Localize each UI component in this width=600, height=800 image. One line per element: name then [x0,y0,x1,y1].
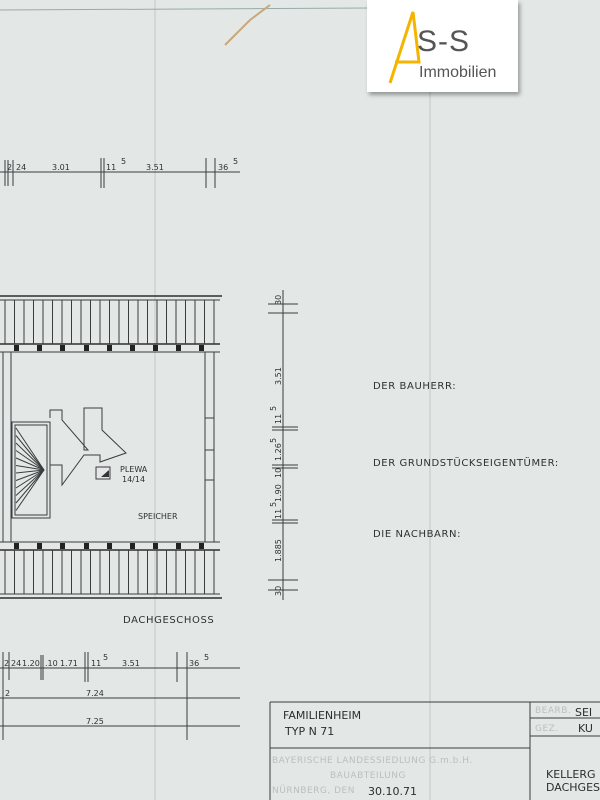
dim-label: 11 [91,659,101,668]
dim-label: 10 [274,468,283,478]
beam-post [14,543,19,549]
beam-post [14,345,19,351]
dimension-vertical: 30 3.51 11 5 1.26 5 10 1.90 11 5 1.885 3… [268,290,298,600]
stair-step [15,469,45,489]
attic-plan [0,295,222,599]
room-label: SPEICHER [138,512,178,521]
dim-label: 36 [218,163,228,172]
beam-post [153,543,158,549]
dim-label: 5 [269,438,278,443]
dim-label: 1.71 [60,659,78,668]
dim-label: 36 [189,659,199,668]
stair-step [15,469,45,504]
dim-label: 30 [274,586,283,596]
dim-label: 3.51 [146,163,164,172]
stair-step [15,427,45,471]
dim-label: 24 [11,659,21,668]
logo-a-mark [388,11,421,84]
paper-edge [0,7,371,11]
dim-label: 2 [4,659,9,668]
logo-subtitle: Immobilien [419,64,497,81]
dim-label: 1.885 [274,539,283,562]
dim-label: 3.01 [52,163,70,172]
dim-label: 5 [103,653,108,662]
floor-title: DACHGESCHOSS [123,615,214,626]
project-type: TYP N 71 [284,725,334,738]
stair-step [15,435,45,471]
dimension-bottom: 2 24 1.20 .10 1.71 11 5 3.51 36 5 2 7.24… [0,652,240,740]
dim-label: 3.51 [122,659,140,668]
dim-label: 7.24 [86,689,104,698]
stair-step [15,469,45,474]
edited-label: BEARB. [535,706,571,716]
neighbors-signature-label: DIE NACHBARN: [373,529,461,540]
stair-step [15,469,45,511]
beam-post [199,543,204,549]
stair-step [15,442,45,471]
dim-label: 3.51 [274,367,283,385]
beam-post [60,543,65,549]
dim-label: 1.90 [274,484,283,502]
beam-post [130,543,135,549]
company-logo: S-S Immobilien [367,0,518,92]
dim-label: 5 [233,157,238,166]
beam-post [176,345,181,351]
dim-label: 5 [121,157,126,166]
place-label: NÜRNBERG, DEN [272,785,355,796]
dim-label: 5 [269,406,278,411]
stamp-line: BAUABTEILUNG [330,771,406,781]
beam-post [107,345,112,351]
dim-label: 2 [7,163,12,172]
beam-post [84,543,89,549]
stair-step [15,457,45,471]
dimension-top: 2 24 3.01 11 5 3.51 36 5 [0,157,240,188]
beam-post [84,345,89,351]
sheet-title: KELLERG [546,768,596,781]
stair-step [15,465,45,471]
chimney-label: PLEWA [120,465,148,474]
dim-label: 5 [204,653,209,662]
stair-step [15,450,45,471]
beam-post [176,543,181,549]
dim-label: 11 [274,414,283,424]
logo-name: S-S [417,25,471,58]
dim-label: 11 [106,163,116,172]
dim-label: 1.26 [274,443,283,461]
beam-post [153,345,158,351]
project-name: FAMILIENHEIM [283,709,361,722]
sheet-title: DACHGES [546,781,600,794]
landowner-signature-label: DER GRUNDSTÜCKSEIGENTÜMER: [373,456,559,469]
drawn-label: GEZ. [535,724,559,734]
dim-label: 24 [16,163,26,172]
dim-label: 1.20 [22,659,40,668]
dim-label: 7.25 [86,717,104,726]
edited-by: SEI [575,706,592,719]
paper-stain [224,4,271,46]
stair-step [15,469,45,496]
owner-signature-label: DER BAUHERR: [373,381,456,392]
stamp-line: BAYERISCHE LANDESSIEDLUNG G.m.b.H. [272,756,473,766]
beam-post [60,345,65,351]
dim-label: .10 [45,659,58,668]
chimney-size: 14/14 [122,475,145,484]
stair-step [15,469,45,481]
beam-post [107,543,112,549]
drawn-by: KU [578,722,593,735]
beam-post [199,345,204,351]
dim-label: 5 [269,502,278,507]
beam-post [37,345,42,351]
beam-post [130,345,135,351]
title-block: FAMILIENHEIM TYP N 71 BAYERISCHE LANDESS… [269,701,600,800]
beam-post [37,543,42,549]
dim-label: 30 [274,295,283,305]
dim-label: 2 [5,689,10,698]
drawing-date: 30.10.71 [368,785,417,798]
dim-label: 11 [274,509,283,519]
